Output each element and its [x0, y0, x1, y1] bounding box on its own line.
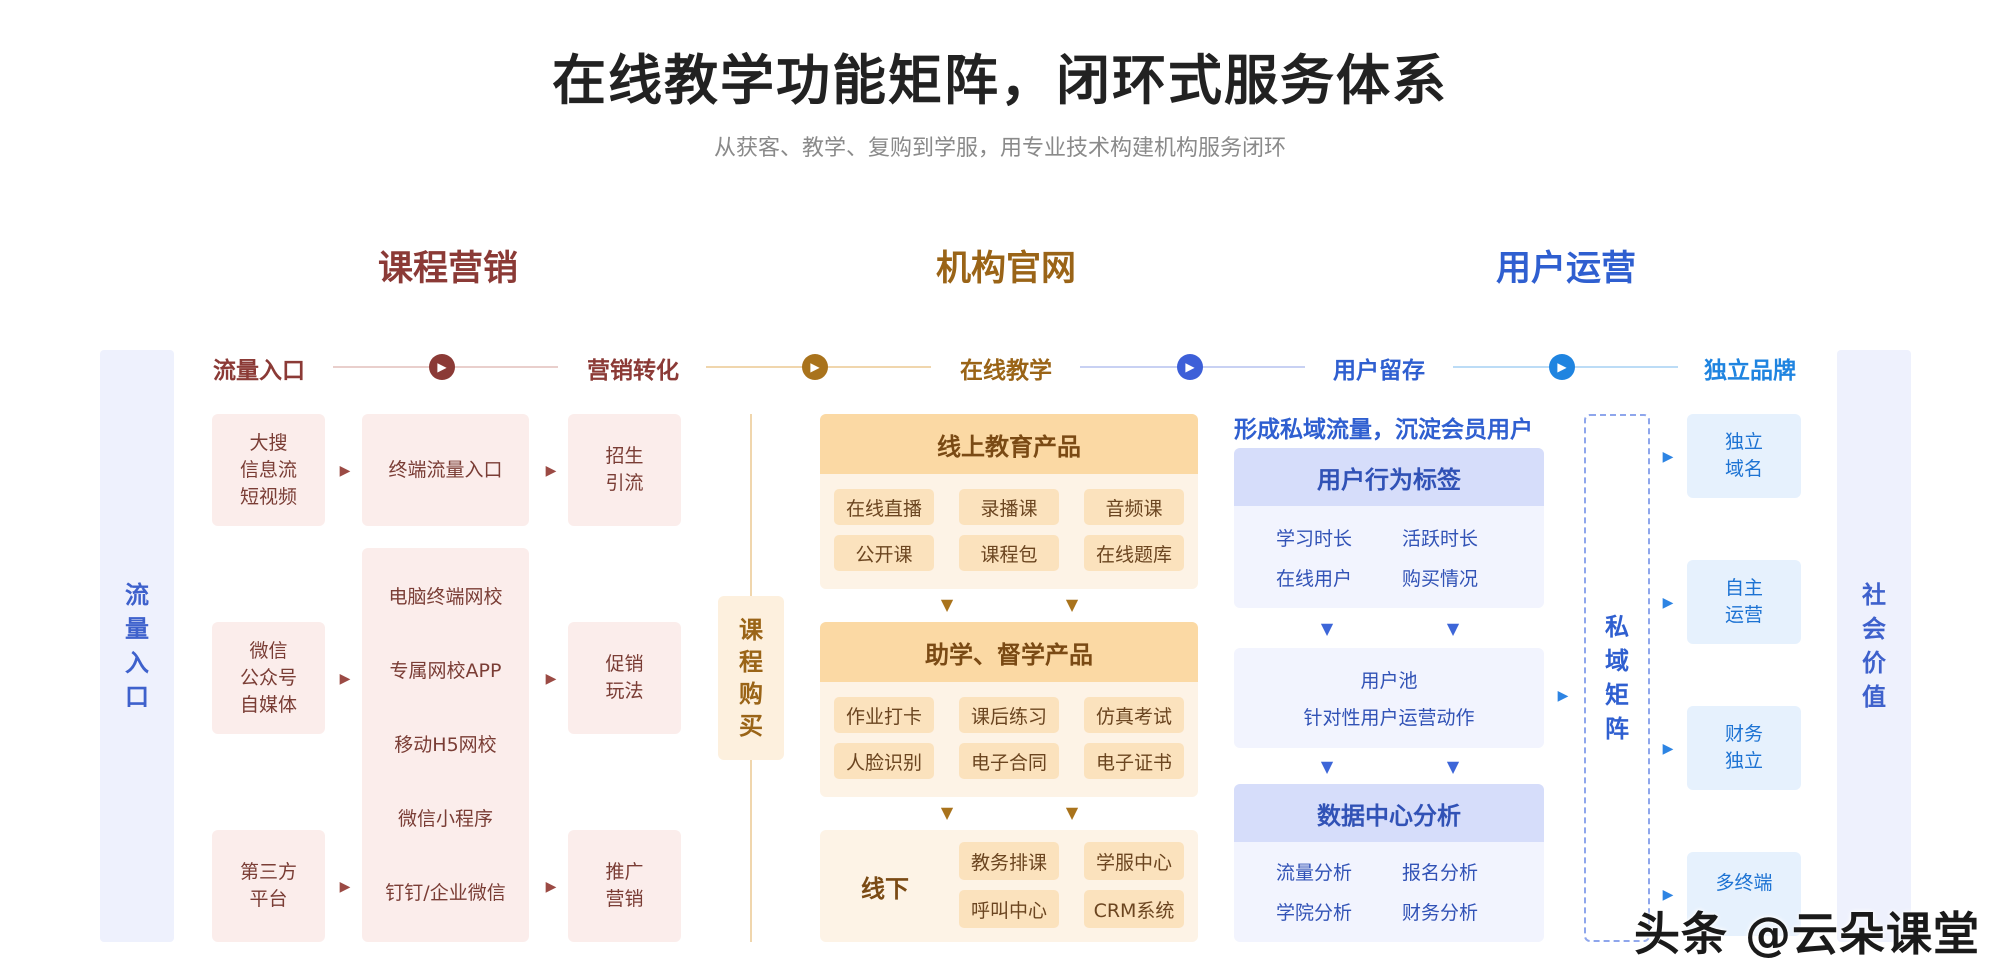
data-analysis-title: 数据中心分析	[1234, 784, 1544, 842]
course-purchase-label: 课程购买	[739, 616, 763, 740]
terminal-list: 电脑终端网校 专属网校APP 移动H5网校 微信小程序 钉钉/企业微信	[362, 548, 529, 942]
private-matrix-box: 私域矩阵	[1584, 414, 1650, 942]
arrow-right-icon: ▶	[1662, 449, 1674, 465]
stage-user-retention: 用户留存	[1333, 358, 1425, 384]
page-title: 在线教学功能矩阵，闭环式服务体系	[552, 49, 1448, 112]
offline-chip: 呼叫中心	[959, 890, 1059, 928]
arrow-down-icon: ▼	[1446, 618, 1460, 638]
arrow-down-icon: ▼	[940, 802, 954, 822]
retention-caption: 形成私域流量，沉淀会员用户	[1234, 417, 1533, 443]
product-chip: 仿真考试	[1084, 697, 1184, 733]
arrow-down-icon: ▼	[1320, 756, 1334, 776]
product-chip: 电子证书	[1084, 743, 1184, 779]
brand-multi-terminal: 多终端	[1687, 852, 1801, 936]
right-side-label: 社会价值	[1862, 581, 1886, 711]
private-matrix-label: 私域矩阵	[1605, 613, 1629, 743]
arrow-down-icon: ▼	[1065, 594, 1079, 614]
terminal-item: 微信小程序	[397, 807, 493, 830]
offline-panel: 线下 教务排课 学服中心 呼叫中心 CRM系统	[820, 830, 1198, 942]
product-chip: 课后练习	[959, 697, 1059, 733]
arrow-right-icon: ▶	[1662, 595, 1674, 611]
assist-products-panel: 助学、督学产品 作业打卡 课后练习 仿真考试 人脸识别 电子合同 电子证书	[820, 622, 1198, 797]
product-chip: 人脸识别	[834, 743, 934, 779]
analysis-item: 财务分析	[1401, 901, 1478, 924]
arrow-right-icon: ▶	[545, 879, 557, 895]
play-icon: ▶	[802, 354, 828, 380]
section-title-marketing: 课程营销	[377, 249, 518, 289]
left-side-label: 流量入口	[125, 581, 149, 711]
offline-chip: 教务排课	[959, 842, 1059, 880]
product-chip: 课程包	[959, 535, 1059, 571]
tag-item: 活跃时长	[1401, 527, 1478, 550]
conversion-promotion: 促销 玩法	[568, 622, 681, 734]
product-chip: 电子合同	[959, 743, 1059, 779]
conversion-marketing: 推广 营销	[568, 830, 681, 942]
arrow-right-icon: ▶	[1662, 741, 1674, 757]
arrow-right-icon: ▶	[339, 671, 351, 687]
stage-online-teaching: 在线教学	[960, 358, 1052, 384]
arrow-right-icon: ▶	[339, 463, 351, 479]
offline-chip: CRM系统	[1084, 890, 1184, 928]
arrow-down-icon: ▼	[1065, 802, 1079, 822]
section-title-website: 机构官网	[935, 249, 1076, 289]
traffic-source-third-party: 第三方 平台	[212, 830, 325, 942]
tag-item: 在线用户	[1275, 567, 1352, 590]
analysis-item: 学院分析	[1275, 901, 1352, 924]
watermark: 头条 @云朵课堂	[1633, 907, 1980, 961]
online-products-panel: 线上教育产品 在线直播 录播课 音频课 公开课 课程包 在线题库	[820, 414, 1198, 589]
arrow-right-icon: ▶	[545, 671, 557, 687]
brand-operation: 自主 运营	[1687, 560, 1801, 644]
arrow-down-icon: ▼	[1446, 756, 1460, 776]
arrow-down-icon: ▼	[1320, 618, 1334, 638]
play-icon: ▶	[429, 354, 455, 380]
tag-item: 学习时长	[1275, 527, 1352, 550]
left-side-bar: 流量入口	[100, 350, 174, 942]
brand-domain: 独立 域名	[1687, 414, 1801, 498]
terminal-item: 专属网校APP	[389, 659, 502, 682]
stage-independent-brand: 独立品牌	[1704, 358, 1796, 384]
offline-title: 线下	[861, 874, 909, 903]
stage-traffic-entry: 流量入口	[213, 358, 305, 384]
arrow-down-icon: ▼	[940, 594, 954, 614]
offline-chip: 学服中心	[1084, 842, 1184, 880]
traffic-source-search: 大搜 信息流 短视频	[212, 414, 325, 526]
terminal-item: 移动H5网校	[394, 733, 497, 756]
behavior-tags-title: 用户行为标签	[1234, 448, 1544, 506]
product-chip: 音频课	[1084, 489, 1184, 525]
online-products-title: 线上教育产品	[820, 414, 1198, 474]
traffic-source-wechat: 微信 公众号 自媒体	[212, 622, 325, 734]
conversion-enrollment: 招生 引流	[568, 414, 681, 526]
data-analysis-panel: 数据中心分析 流量分析 报名分析 学院分析 财务分析	[1234, 784, 1544, 942]
behavior-tags-panel: 用户行为标签 学习时长 活跃时长 在线用户 购买情况	[1234, 448, 1544, 608]
course-purchase-box: 课程购买	[718, 596, 784, 760]
play-icon: ▶	[1177, 354, 1203, 380]
product-chip: 录播课	[959, 489, 1059, 525]
analysis-item: 报名分析	[1401, 861, 1478, 884]
terminal-item: 电脑终端网校	[388, 585, 503, 608]
stage-marketing-conversion: 营销转化	[587, 358, 679, 384]
user-pool-panel: 用户池 针对性用户运营动作	[1234, 648, 1544, 748]
product-chip: 公开课	[834, 535, 934, 571]
terminal-entry: 终端流量入口	[362, 414, 529, 526]
analysis-item: 流量分析	[1275, 861, 1352, 884]
user-pool-title: 用户池	[1360, 670, 1418, 692]
arrow-right-icon: ▶	[339, 879, 351, 895]
arrow-right-icon: ▶	[1662, 887, 1674, 903]
arrow-right-icon: ▶	[1557, 688, 1569, 704]
product-chip: 在线题库	[1084, 535, 1184, 571]
brand-finance: 财务 独立	[1687, 706, 1801, 790]
page-subtitle: 从获客、教学、复购到学服，用专业技术构建机构服务闭环	[713, 136, 1286, 161]
terminal-item: 钉钉/企业微信	[385, 881, 506, 904]
arrow-right-icon: ▶	[545, 463, 557, 479]
assist-products-title: 助学、督学产品	[820, 622, 1198, 682]
product-chip: 作业打卡	[834, 697, 934, 733]
play-icon: ▶	[1549, 354, 1575, 380]
section-title-operation: 用户运营	[1495, 249, 1636, 289]
tag-item: 购买情况	[1401, 567, 1478, 590]
right-side-bar: 社会价值	[1837, 350, 1911, 942]
user-pool-desc: 针对性用户运营动作	[1303, 707, 1475, 729]
product-chip: 在线直播	[834, 489, 934, 525]
